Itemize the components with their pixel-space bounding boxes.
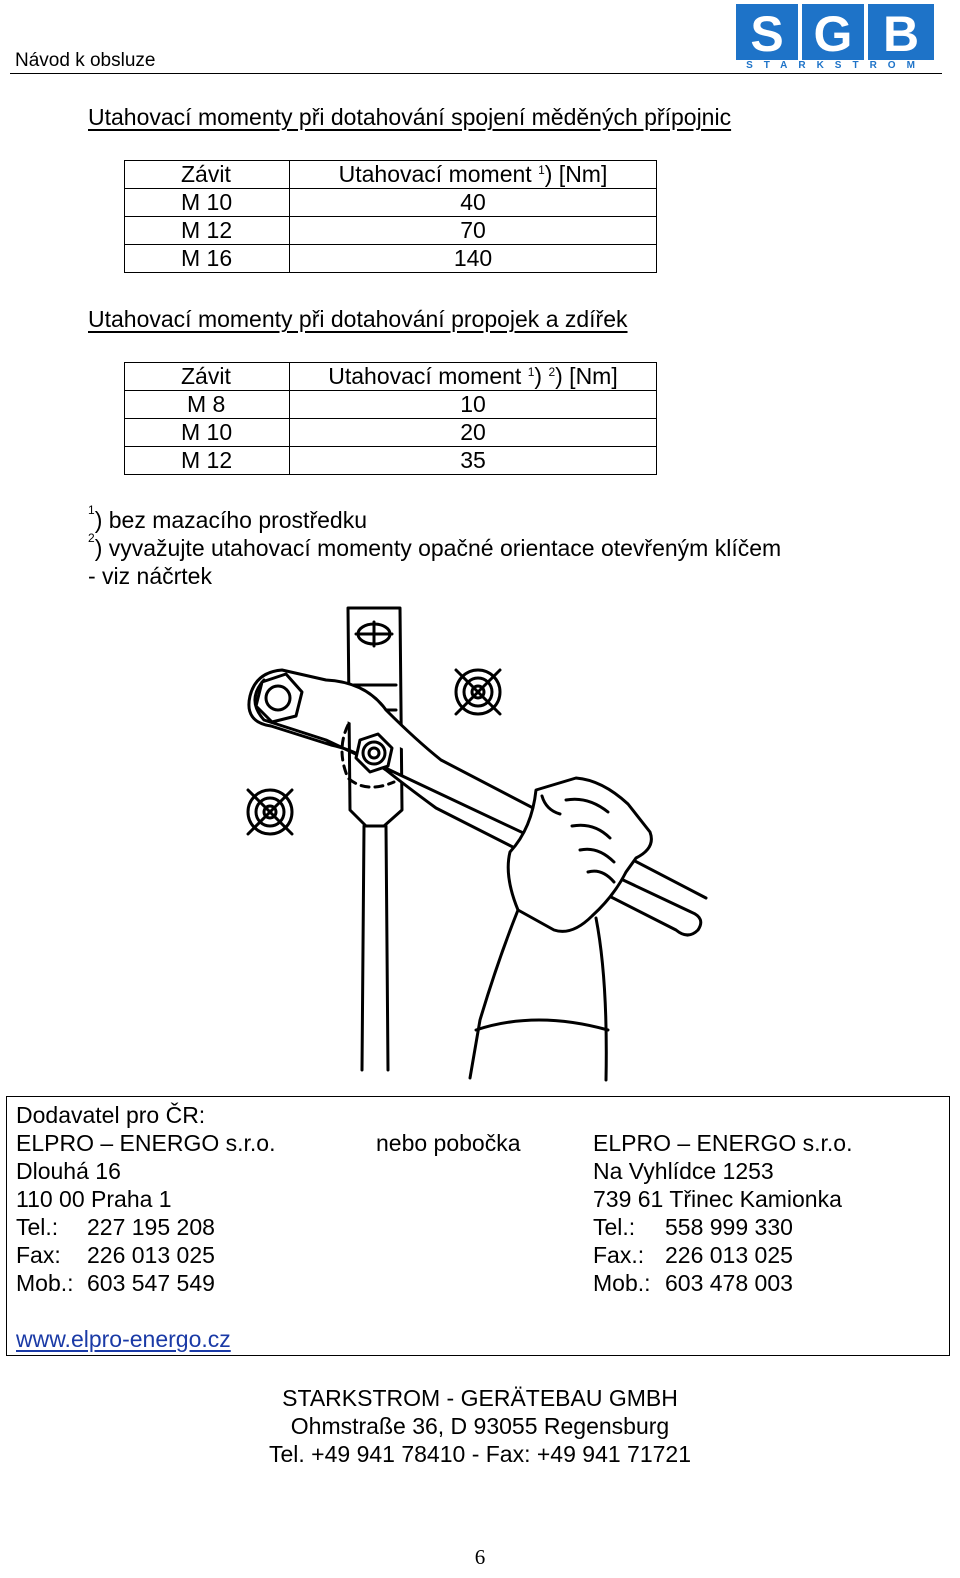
right-mob: 603 478 003 xyxy=(665,1270,793,1296)
right-fax-label: Fax.: xyxy=(593,1242,645,1268)
torque-table-busbars: Závit Utahovací moment 1) [Nm] M 10 40 M… xyxy=(124,160,657,273)
wrench-hand-sketch-icon xyxy=(236,600,716,1084)
table-header-row: Závit Utahovací moment 1) 2) [Nm] xyxy=(124,362,657,391)
document-title: Návod k obsluze xyxy=(15,50,156,71)
left-tel-label: Tel.: xyxy=(16,1214,59,1240)
left-company: ELPRO – ENERGO s.r.o. xyxy=(16,1130,276,1156)
svg-text:STARKSTROM: STARKSTROM xyxy=(746,60,926,70)
svg-text:S: S xyxy=(750,6,783,62)
left-city: 110 00 Praha 1 xyxy=(16,1186,172,1212)
table-row: M 16 140 xyxy=(124,244,657,273)
manufacturer-address: Ohmstraße 36, D 93055 Regensburg xyxy=(290,1413,670,1439)
table-row: M 12 35 xyxy=(124,446,657,475)
website-link[interactable]: www.elpro-energo.cz xyxy=(16,1326,231,1352)
left-mob-label: Mob.: xyxy=(16,1270,74,1296)
supplier-contact-box: Dodavatel pro ČR: ELPRO – ENERGO s.r.o. … xyxy=(6,1096,950,1356)
table-header-row: Závit Utahovací moment 1) [Nm] xyxy=(124,160,657,189)
torque-table-jumpers: Závit Utahovací moment 1) 2) [Nm] M 8 10… xyxy=(124,362,657,475)
footnote-2-cont: - viz náčrtek xyxy=(88,563,212,589)
left-tel: 227 195 208 xyxy=(87,1214,215,1240)
table-row: M 8 10 xyxy=(124,390,657,419)
col-thread-header: Závit xyxy=(181,363,231,389)
branch-label: nebo pobočka xyxy=(376,1130,521,1156)
right-mob-label: Mob.: xyxy=(593,1270,651,1296)
manufacturer-name: STARKSTROM - GERÄTEBAU GMBH xyxy=(282,1385,678,1411)
footnote-2: 2) vyvažujte utahovací momenty opačné or… xyxy=(88,531,782,561)
header-divider xyxy=(10,73,942,74)
supplier-title: Dodavatel pro ČR: xyxy=(16,1102,206,1128)
right-company: ELPRO – ENERGO s.r.o. xyxy=(593,1130,853,1156)
right-fax: 226 013 025 xyxy=(665,1242,793,1268)
section2-heading: Utahovací momenty při dotahování propoje… xyxy=(88,306,628,332)
table-row: M 10 40 xyxy=(124,188,657,217)
manufacturer-contacts: Tel. +49 941 78410 - Fax: +49 941 71721 xyxy=(269,1441,691,1467)
footnote-1: 1) bez mazacího prostředku xyxy=(88,503,367,533)
right-tel-label: Tel.: xyxy=(593,1214,636,1240)
sgb-starkstrom-logo: S G B STARKSTROM xyxy=(736,4,936,71)
svg-text:G: G xyxy=(814,6,853,62)
table-row: M 10 20 xyxy=(124,418,657,447)
col-moment-header: Utahovací moment 1) [Nm] xyxy=(289,160,657,189)
left-mob: 603 547 549 xyxy=(87,1270,215,1296)
col-thread-header: Závit xyxy=(181,161,231,187)
left-fax-label: Fax: xyxy=(16,1242,61,1268)
right-street: Na Vyhlídce 1253 xyxy=(593,1158,774,1184)
svg-text:B: B xyxy=(883,6,919,62)
right-city: 739 61 Třinec Kamionka xyxy=(593,1186,842,1212)
table-row: M 12 70 xyxy=(124,216,657,245)
left-fax: 226 013 025 xyxy=(87,1242,215,1268)
page-number: 6 xyxy=(474,1545,486,1569)
left-street: Dlouhá 16 xyxy=(16,1158,121,1184)
right-tel: 558 999 330 xyxy=(665,1214,793,1240)
col-moment-header: Utahovací moment 1) 2) [Nm] xyxy=(289,362,657,391)
section1-heading: Utahovací momenty při dotahování spojení… xyxy=(88,104,732,130)
